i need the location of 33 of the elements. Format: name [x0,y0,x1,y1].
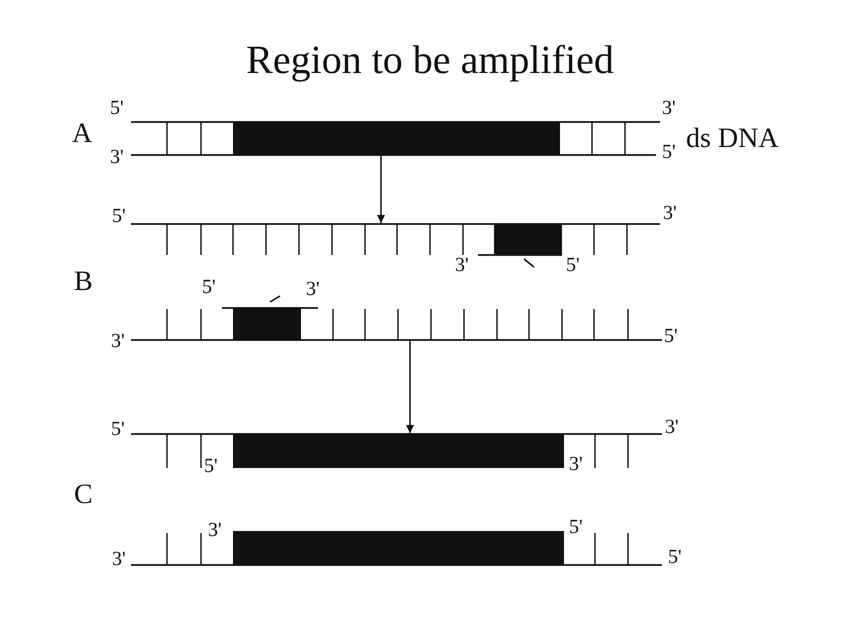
strand-end-label: 5' [664,326,678,346]
separated-strands-drawing [131,223,662,341]
strand-end-label: 5' [202,277,216,297]
strand-end-label: 3' [665,417,679,437]
strand-end-label: 5' [569,517,583,537]
double-strand-dna-drawing [131,121,662,156]
strand-end-label: 5' [110,98,124,118]
strand-end-label: 5' [111,419,125,439]
stage-letter: A [72,120,92,148]
diagram-title: Region to be amplified [246,38,614,82]
strand-end-label: 3' [569,454,583,474]
strand-end-label: 5' [668,547,682,567]
stage-letter: C [74,481,93,509]
stage-letter: B [74,268,93,296]
strand-end-label: 5' [662,142,676,162]
strand-end-label: 3' [663,203,677,223]
arrow [406,341,414,433]
strand-end-label: 3' [112,549,126,569]
strand-end-label: 3' [111,331,125,351]
double-strand-dna-pair-drawing [131,433,662,567]
strand-end-label: 3' [662,98,676,118]
strand-end-label: 5' [112,206,126,226]
target-region-block [233,434,564,468]
target-region-block [233,531,564,565]
strand-end-label: 5' [204,456,218,476]
strand-end-label: 5' [566,255,580,275]
strand-end-label: 3' [455,255,469,275]
molecule-label: ds DNA [686,125,779,153]
strand-end-label: 3' [208,520,222,540]
arrow [377,156,385,223]
target-region-block [233,122,560,155]
strand-end-label: 3' [110,147,124,167]
strand-end-label: 3' [306,279,320,299]
